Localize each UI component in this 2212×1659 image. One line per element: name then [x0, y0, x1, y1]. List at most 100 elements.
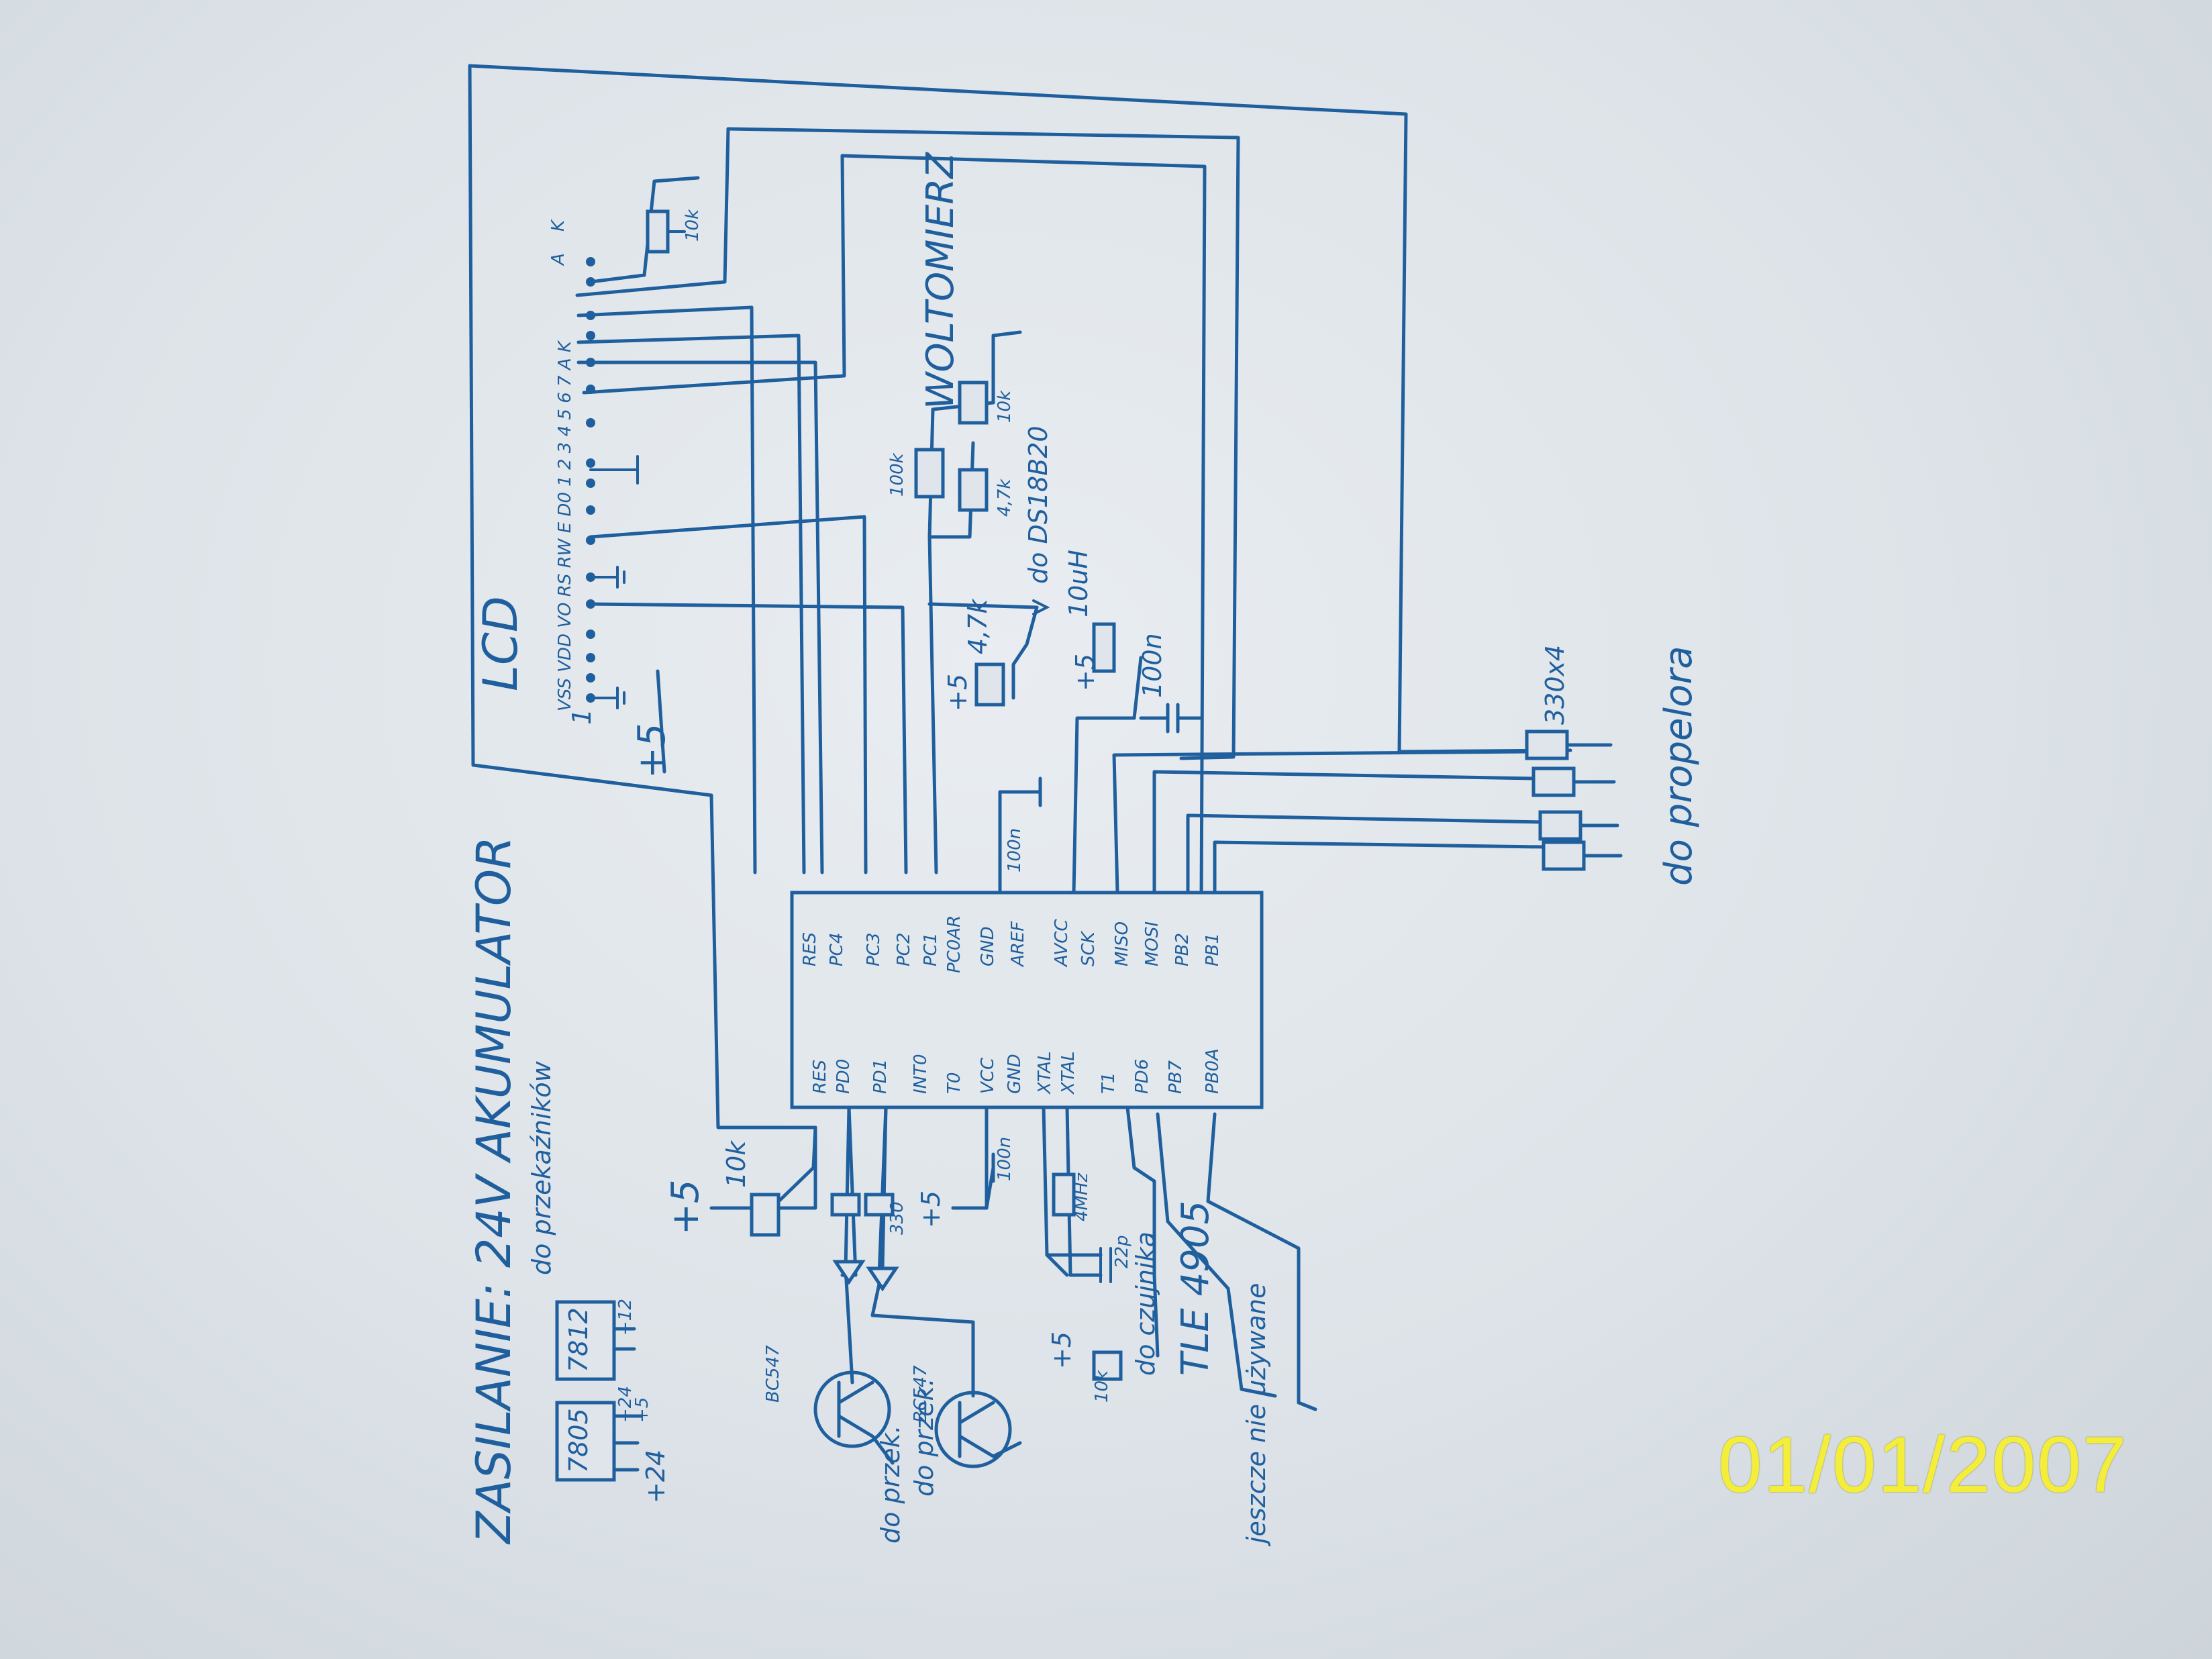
- filter-inductor-label: 10uH: [1064, 550, 1093, 617]
- svg-text:AREF: AREF: [1008, 921, 1028, 968]
- transistor-q1-label: BC547: [763, 1345, 783, 1403]
- svg-text:XTAL: XTAL: [1035, 1051, 1055, 1095]
- ds-sensor-label: do DS18B20: [1023, 425, 1053, 584]
- svg-text:PB7: PB7: [1166, 1060, 1186, 1094]
- svg-text:AVCC: AVCC: [1052, 919, 1072, 968]
- svg-text:PC1: PC1: [921, 933, 941, 966]
- lcd-supply-label: +5: [630, 723, 674, 778]
- voltmeter-title: WOLTOMIERZ: [919, 152, 962, 409]
- sensor-section: 10k +5 do czujnika TLE 4905: [1047, 1201, 1217, 1403]
- crystal-caps-label: 22p: [1112, 1235, 1132, 1268]
- lcd-pin-labels: VSS VDD VO RS RW E D0 1 2 3 4 5 6 7 A K: [555, 340, 575, 711]
- crystal: [1052, 1172, 1076, 1217]
- unused-note-label: jeszcze nie używane: [1242, 1283, 1271, 1547]
- svg-text:PD0: PD0: [834, 1059, 854, 1094]
- mcu-right-pin-labels: RES PC4 PC3 PC2 PC1 PC0AR GND AREF AVCC …: [800, 915, 1223, 973]
- ds-supply-label: +5: [943, 674, 972, 711]
- power-title: ZASILANIE: 24V AKUMULATOR: [466, 836, 521, 1545]
- svg-text:PB2: PB2: [1172, 933, 1193, 966]
- svg-text:GND: GND: [1005, 1054, 1025, 1094]
- svg-text:VCC: VCC: [978, 1057, 998, 1094]
- crystal-section: 4MHz 22p: [1045, 1172, 1132, 1283]
- reset-section: 10k +5: [664, 1125, 817, 1237]
- lcd-pot-label: 10k: [683, 209, 703, 242]
- svg-text:PC3: PC3: [864, 933, 884, 966]
- svg-text:PC2: PC2: [894, 933, 914, 966]
- transistor-q2-label: BC547: [911, 1365, 931, 1423]
- svg-text:SCK: SCK: [1078, 930, 1099, 966]
- ds-pullup-label: 4,7k: [963, 598, 993, 654]
- regulator-7805-label: 7805: [564, 1408, 593, 1473]
- sensor-supply-label: +5: [1047, 1331, 1076, 1369]
- mcu-left-pin-labels: RES PD0 PD1 INT0 T0 VCC GND XTAL XTAL T1…: [810, 1048, 1223, 1095]
- led-resistor-2: [864, 1193, 895, 1217]
- reset-supply-label: +5: [664, 1179, 707, 1235]
- wiring: [468, 64, 1572, 1405]
- transistor-q2: [934, 1391, 1012, 1468]
- svg-text:PB1: PB1: [1203, 933, 1223, 966]
- svg-text:RES: RES: [800, 932, 820, 966]
- driver-section: 330 BC547 BC547 do przek. do przek.: [763, 1105, 1022, 1544]
- lcd-k-label: K: [548, 219, 568, 232]
- regulator-7812-label: 7812: [564, 1307, 593, 1372]
- reset-resistor-label: 10k: [721, 1140, 751, 1188]
- propeller-label: do propelora: [1657, 646, 1701, 886]
- sensor-r-label: 10k: [1092, 1370, 1112, 1403]
- lcd-section: LCD 1 +5 VSS VDD VO RS RW E D0 1 2 3 4 5…: [473, 176, 703, 778]
- transistor-q1: [813, 1370, 891, 1448]
- power-in-label: +24: [641, 1450, 670, 1503]
- voltmeter-r2-label: 4,7k: [995, 479, 1015, 517]
- lcd-contrast-pot: 10k A K: [548, 176, 703, 284]
- power-relay-note: do przekaźników: [527, 1060, 556, 1275]
- svg-text:INT0: INT0: [911, 1054, 931, 1094]
- svg-text:PD6: PD6: [1132, 1059, 1152, 1094]
- reset-resistor: [750, 1193, 781, 1237]
- filter-section: 10uH +5 100n: [1064, 550, 1203, 895]
- svg-text:T0: T0: [944, 1072, 964, 1094]
- svg-text:MISO: MISO: [1112, 921, 1132, 966]
- ds-pullup-resistor: [974, 662, 1005, 707]
- svg-text:PC0AR: PC0AR: [944, 915, 964, 973]
- lcd-a-label: A: [548, 253, 568, 266]
- svg-text:GND: GND: [978, 926, 998, 966]
- power-5v-label: +5: [632, 1397, 652, 1423]
- filter-cap-label: 100n: [1138, 633, 1167, 698]
- led-resistor-1: [830, 1193, 861, 1217]
- transistor-out2-label: do przek.: [909, 1378, 939, 1497]
- sensor-pullup: [1092, 1350, 1123, 1381]
- svg-text:MOSI: MOSI: [1142, 921, 1162, 966]
- transistor-out1-label: do przek.: [876, 1425, 905, 1544]
- mcu-chip: RES PD0 PD1 INT0 T0 VCC GND XTAL XTAL T1…: [790, 891, 1264, 1109]
- svg-text:PD1: PD1: [870, 1059, 891, 1094]
- sensor-type-label: TLE 4905: [1174, 1201, 1217, 1376]
- power-section: ZASILANIE: 24V AKUMULATOR do przekaźnikó…: [466, 836, 670, 1545]
- voltmeter-r1: [914, 448, 945, 499]
- filter-inductor: [1092, 622, 1116, 673]
- svg-text:RES: RES: [810, 1060, 830, 1094]
- lcd-pin1-label: 1: [567, 709, 597, 725]
- voltmeter-pot-label: 10k: [995, 390, 1015, 423]
- svg-text:PB0A: PB0A: [1203, 1048, 1223, 1094]
- svg-text:PC4: PC4: [827, 933, 847, 966]
- aref-cap-label: 100n: [1005, 828, 1025, 872]
- unused-note: jeszcze nie używane: [1240, 1283, 1317, 1547]
- vcc-supply-label: +5: [916, 1191, 946, 1228]
- vcc-cap-label: 100n: [995, 1137, 1015, 1181]
- propeller-resistors-label: 330x4: [1540, 645, 1570, 725]
- voltmeter-r1-label: 100k: [887, 452, 907, 497]
- ds-sensor-section: 4,7k +5 do DS18B20: [927, 425, 1053, 711]
- date-stamp: 01/01/2007: [1718, 1421, 2128, 1509]
- filter-supply-label: +5: [1070, 654, 1100, 691]
- voltmeter-section: WOLTOMIERZ 100k 4,7k 10k: [887, 152, 1022, 539]
- led-resistor-label: 330: [887, 1201, 907, 1235]
- propeller-section: 330x4 do propelora: [1525, 645, 1701, 886]
- voltmeter-pot: [958, 381, 989, 425]
- regulator-7805: [555, 1401, 616, 1482]
- aref-cap: 100n: [998, 776, 1042, 895]
- lcd-title: LCD: [473, 596, 528, 691]
- voltmeter-r2: [958, 468, 989, 512]
- svg-text:T1: T1: [1099, 1072, 1119, 1094]
- svg-text:XTAL: XTAL: [1058, 1051, 1078, 1095]
- regulator-7812: [555, 1300, 616, 1381]
